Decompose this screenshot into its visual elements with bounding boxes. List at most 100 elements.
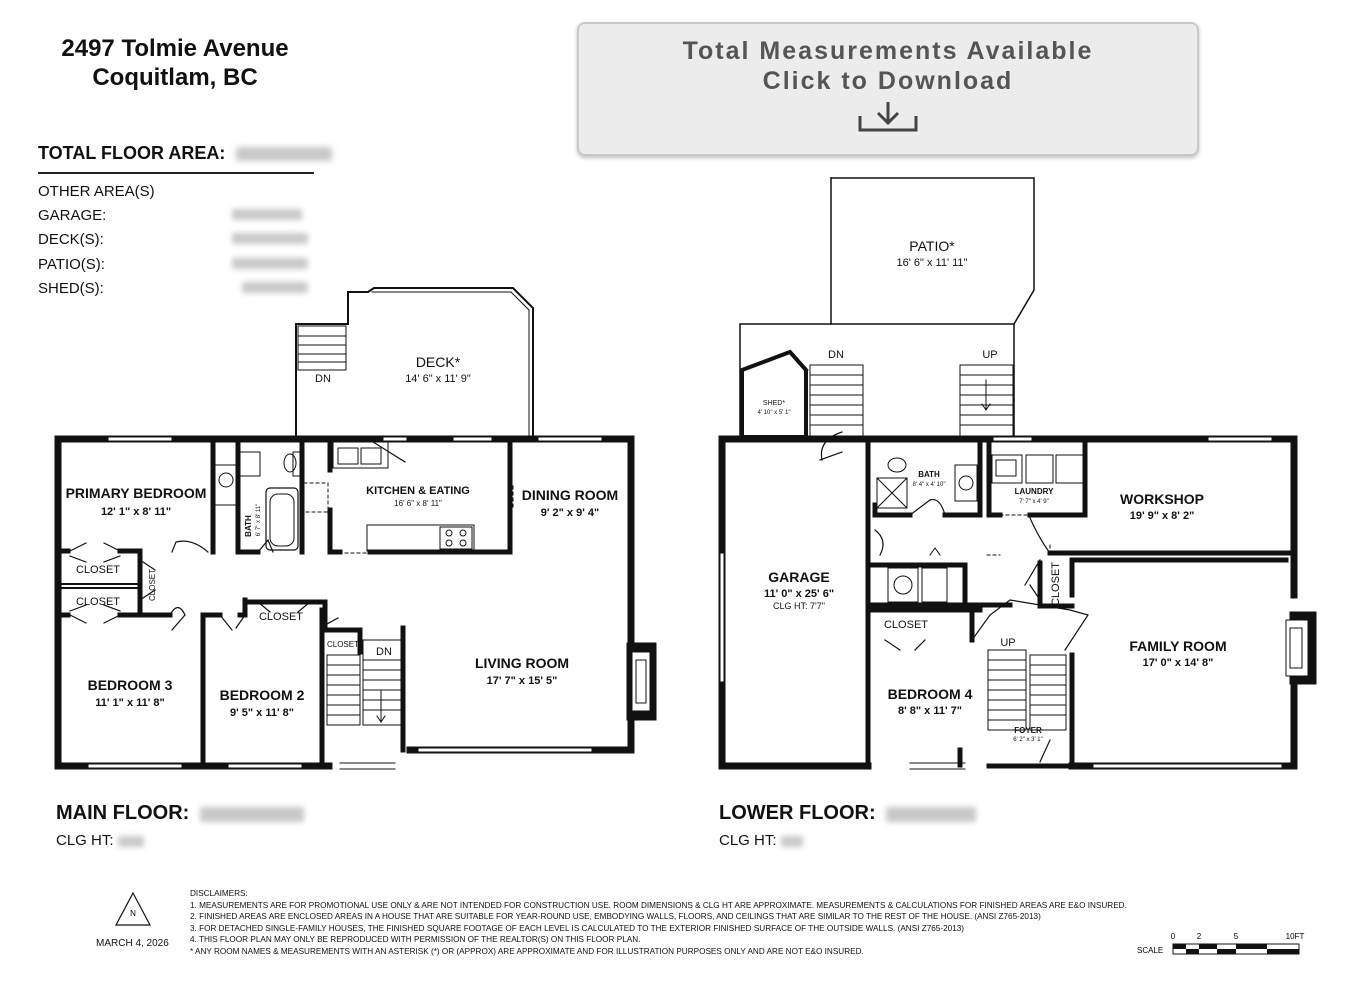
workshop-label: WORKSHOP [1120, 491, 1204, 507]
deck-stairs [297, 325, 347, 371]
bedroom4-label: BEDROOM 4 [888, 686, 973, 702]
primary-bedroom-label: PRIMARY BEDROOM [66, 485, 207, 501]
laundry-dim: 7' 7" x 4' 9" [1019, 499, 1049, 505]
total-floor-area: TOTAL FLOOR AREA: [38, 143, 333, 164]
garage-area-label: GARAGE: [38, 207, 107, 224]
patio-area-label: PATIO(S): [38, 256, 105, 273]
main-floor-summary: MAIN FLOOR: [56, 802, 304, 825]
deck-area-value-redacted [232, 233, 308, 244]
download-subtitle: Click to Download [762, 67, 1014, 95]
family-room-label: FAMILY ROOM [1129, 638, 1226, 654]
bedroom3-label: BEDROOM 3 [88, 677, 173, 693]
lower-floor-label: LOWER FLOOR: [719, 802, 876, 824]
lower-bath-dim: 8' 4" x 4' 10" [913, 482, 946, 488]
deck-rail [371, 291, 530, 438]
deck-stairs-dn: DN [315, 373, 331, 385]
lower-dn-label: DN [828, 349, 844, 361]
main-bath-label: BATH [244, 515, 253, 537]
main-floor-clg: CLG HT: [56, 832, 144, 849]
download-icon [858, 102, 918, 132]
patio-dim: 16' 6" x 11' 11" [897, 257, 968, 269]
scale-label: SCALE [1137, 946, 1163, 955]
foyer-label: FOYER [1014, 726, 1042, 735]
family-room-dim: 17' 0" x 14' 8" [1143, 657, 1214, 669]
deck-dim: 14' 6" x 11' 9" [405, 373, 471, 385]
main-floor-plan [54, 287, 657, 770]
main-floor-label: MAIN FLOOR: [56, 802, 190, 824]
main-stairs-dn: DN [376, 646, 392, 658]
bedroom2-label: BEDROOM 2 [220, 687, 305, 703]
download-measurements-button[interactable]: Total Measurements Available Click to Do… [577, 22, 1199, 156]
disclaimer-1: 1. MEASUREMENTS ARE FOR PROMOTIONAL USE … [190, 900, 1127, 910]
shed-dim: 4' 10" x 5' 1" [758, 410, 791, 416]
shed-area-row: SHED(S): [38, 280, 308, 297]
lower-bath-label: BATH [918, 470, 940, 479]
shed-area-value-redacted [242, 282, 308, 293]
lower-up2-label: UP [1000, 637, 1015, 649]
download-title: Total Measurements Available [682, 37, 1094, 65]
kitchen-label: KITCHEN & EATING [366, 485, 470, 497]
scale-tick-0: 0 [1171, 932, 1176, 941]
lower-floor-plan [718, 177, 1317, 770]
address-line2: Coquitlam, BC [92, 64, 258, 91]
total-floor-area-value-redacted [236, 147, 333, 162]
closet3-label: CLOSET [259, 611, 303, 623]
north-arrow-icon: N [115, 891, 151, 926]
main-bath-dim: 6' 7" x 8' 11" [256, 504, 262, 536]
property-address: 2497 Tolmie Avenue Coquitlam, BC [40, 34, 310, 92]
disclaimers: DISCLAIMERS: 1. MEASUREMENTS ARE FOR PRO… [190, 888, 1127, 958]
closet1-label: CLOSET [76, 564, 120, 576]
shed-area-label: SHED(S): [38, 280, 104, 297]
lower-up1-label: UP [982, 349, 997, 361]
total-area-divider [38, 172, 314, 174]
other-areas-label: OTHER AREA(S) [38, 183, 155, 200]
patio-area-row: PATIO(S): [38, 256, 308, 273]
kitchen-dim: 16' 6" x 8' 11" [394, 499, 442, 508]
living-room-dim: 17' 7" x 15' 5" [487, 675, 558, 687]
shed-label: SHED* [763, 400, 785, 407]
foyer-dim: 6' 2" x 3' 1" [1013, 737, 1043, 743]
deck-label: DECK* [416, 354, 461, 370]
dining-room-dim: 9' 2" x 9' 4" [541, 507, 599, 519]
total-floor-area-label: TOTAL FLOOR AREA: [38, 143, 226, 163]
garage-label: GARAGE [768, 569, 829, 585]
disclaimer-2: 2. FINISHED AREAS ARE ENCLOSED AREAS IN … [190, 912, 1041, 922]
bedroom4-dim: 8' 8" x 11' 7" [898, 705, 962, 717]
patio-outline [739, 177, 1035, 438]
scale-bar: 0 2 5 10FT SCALE [1137, 932, 1304, 955]
disclaimer-3: 3. FOR DETACHED SINGLE-FAMILY HOUSES, TH… [190, 923, 965, 933]
deck-area-row: DECK(S): [38, 231, 308, 248]
main-floor-area-redacted [199, 807, 304, 823]
address-line1: 2497 Tolmie Avenue [61, 35, 289, 62]
disclaimer-4: 4. THIS FLOOR PLAN MAY ONLY BE REPRODUCE… [190, 935, 641, 945]
workshop-dim: 19' 9" x 8' 2" [1130, 510, 1195, 522]
lower-closet1-label: CLOSET [884, 619, 928, 631]
lower-floor-summary: LOWER FLOOR: [719, 802, 977, 825]
garage-area-value-redacted [232, 209, 302, 220]
lower-floor-clg-redacted [780, 835, 803, 847]
garage-dim: 11' 0" x 25' 6" [764, 588, 834, 600]
main-floor-clg-redacted [117, 835, 144, 847]
bedroom3-dim: 11' 1" x 11' 8" [95, 697, 165, 709]
closet2-label: CLOSET [76, 596, 120, 608]
disclaimer-title: DISCLAIMERS: [190, 889, 248, 898]
garage-area-row: GARAGE: [38, 207, 302, 224]
deck-outline [295, 287, 534, 438]
scale-tick-10: 10FT [1286, 932, 1305, 941]
primary-bedroom-dim: 12' 1" x 8' 11" [101, 506, 171, 518]
lower-floor-clg: CLG HT: [719, 832, 803, 849]
lower-floor-clg-label: CLG HT: [719, 832, 777, 849]
lower-closet2-label: CLOSET [1050, 562, 1062, 606]
scale-tick-5: 5 [1234, 932, 1239, 941]
closet4-label: CLOSET [327, 640, 359, 649]
garage-clg: CLG HT: 7'7" [773, 601, 825, 611]
north-label: N [130, 909, 136, 918]
disclaimer-5: * ANY ROOM NAMES & MEASUREMENTS WITH AN … [190, 946, 864, 956]
plan-date: MARCH 4, 2026 [96, 938, 169, 949]
closet5-label: CLOSET [148, 569, 157, 601]
dining-room-label: DINING ROOM [522, 487, 618, 503]
patio-area-value-redacted [232, 258, 308, 269]
living-room-label: LIVING ROOM [475, 655, 569, 671]
deck-area-label: DECK(S): [38, 231, 104, 248]
